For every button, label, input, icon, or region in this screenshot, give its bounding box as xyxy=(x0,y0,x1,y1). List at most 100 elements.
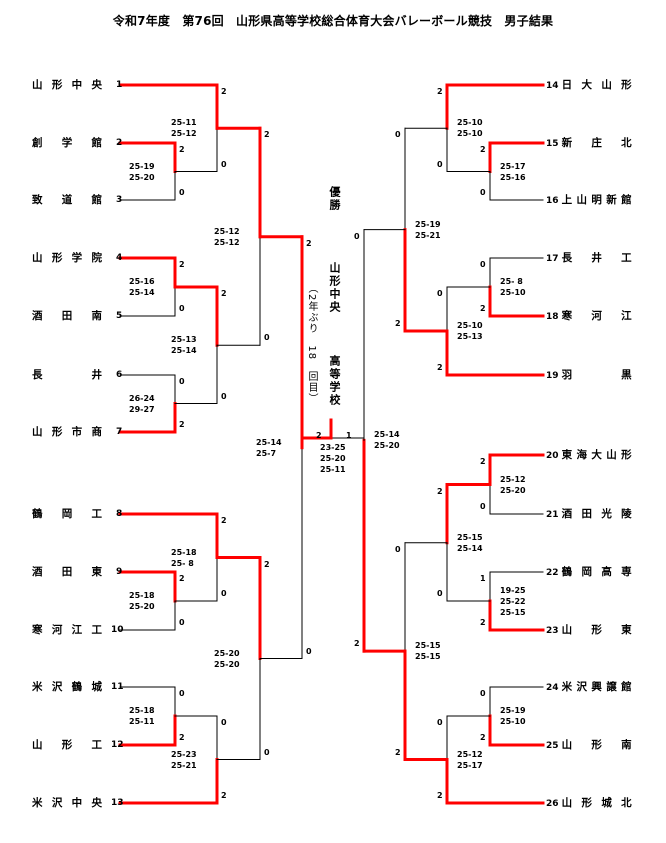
set-scores: 19-25 25-22 25-15 xyxy=(500,585,526,617)
set-scores: 25-12 25-17 xyxy=(457,749,483,770)
team-seed: 19 xyxy=(546,371,562,381)
score-bottom: 0 xyxy=(437,589,443,598)
score-top: 1 xyxy=(480,574,486,583)
page-title: 令和7年度 第76回 山形県高等学校総合体育大会バレーボール競技 男子結果 xyxy=(112,14,554,28)
champion-label: 優勝 xyxy=(328,186,341,212)
score-bottom: 0 xyxy=(221,589,227,598)
champion-school-line1: 山形中央 xyxy=(328,262,341,314)
set-scores: 25-23 25-21 xyxy=(171,749,197,770)
score-bottom: 0 xyxy=(179,304,185,313)
score-top: 0 xyxy=(480,260,486,269)
team-left: 山 形 市 商 7 xyxy=(32,425,122,439)
team-name: 羽 黒 xyxy=(561,369,632,381)
score-bottom: 0 xyxy=(221,391,227,401)
set-scores: 25-19 25-20 xyxy=(129,161,155,182)
team-seed: 18 xyxy=(546,312,562,322)
team-seed: 16 xyxy=(546,196,562,206)
team-name: 酒 田 東 xyxy=(32,566,102,578)
final-set-scores: 23-25 25-20 25-11 xyxy=(320,443,346,474)
set-scores: 25-12 25-12 xyxy=(214,226,240,247)
team-left: 山 形 工 12 xyxy=(32,738,124,752)
team-seed: 12 xyxy=(111,740,124,750)
score-bottom: 2 xyxy=(354,639,360,649)
score-top: 2 xyxy=(437,87,443,96)
score-bottom: 0 xyxy=(437,159,443,169)
score-top: 2 xyxy=(306,238,312,248)
team-right: 16 上 山 明 新 館 xyxy=(546,193,632,207)
score-top: 2 xyxy=(264,559,270,569)
team-right: 21 酒 田 光 陵 xyxy=(546,507,632,521)
score-bottom: 2 xyxy=(395,319,401,328)
set-scores: 25-18 25-11 xyxy=(129,706,155,726)
team-seed: 24 xyxy=(546,683,562,693)
team-name: 寒 河 江 xyxy=(561,310,632,322)
team-right: 25 山 形 南 xyxy=(546,738,632,752)
score-bottom: 2 xyxy=(395,747,401,757)
team-seed: 1 xyxy=(116,80,123,90)
score-bottom: 2 xyxy=(437,363,443,372)
team-name: 酒 田 南 xyxy=(32,310,102,322)
team-seed: 2 xyxy=(116,138,123,148)
score-top: 2 xyxy=(221,87,227,96)
team-left: 山 形 学 院 4 xyxy=(32,251,122,265)
score-bottom: 2 xyxy=(179,733,185,742)
score-top: 0 xyxy=(179,377,185,386)
team-right: 19 羽 黒 xyxy=(546,368,632,382)
team-right: 14 日 大 山 形 xyxy=(546,78,632,92)
team-left: 致 道 館 3 xyxy=(32,193,122,207)
score-top: 2 xyxy=(221,516,227,525)
team-left: 酒 田 東 9 xyxy=(32,565,122,579)
team-name: 山 形 市 商 xyxy=(32,426,102,438)
team-seed: 9 xyxy=(116,567,123,577)
team-right: 15 新 庄 北 xyxy=(546,136,632,150)
team-name: 致 道 館 xyxy=(32,194,102,206)
team-name: 米 沢 中 央 xyxy=(32,797,102,809)
score-top: 0 xyxy=(395,544,401,554)
team-name: 上 山 明 新 館 xyxy=(561,194,632,206)
team-name: 鶴 岡 工 xyxy=(32,508,102,520)
team-right: 24 米 沢 興 譲 館 xyxy=(546,680,632,694)
team-left: 創 学 館 2 xyxy=(32,136,122,150)
set-scores: 25-19 25-10 xyxy=(500,706,526,726)
set-scores: 25-10 25-13 xyxy=(457,321,483,341)
score-bottom: 0 xyxy=(480,502,486,511)
team-left: 鶴 岡 工 8 xyxy=(32,507,122,521)
team-right: 18 寒 河 江 xyxy=(546,309,632,323)
team-left: 酒 田 南 5 xyxy=(32,309,122,323)
final-score-right: 1 xyxy=(346,431,352,440)
team-left: 米 沢 中 央 13 xyxy=(32,796,124,810)
team-seed: 10 xyxy=(111,625,124,635)
set-scores: 25-15 25-15 xyxy=(415,641,441,662)
score-bottom: 0 xyxy=(264,747,270,757)
team-seed: 14 xyxy=(546,81,562,91)
score-bottom: 2 xyxy=(480,304,486,313)
team-name: 酒 田 光 陵 xyxy=(561,508,632,520)
team-seed: 20 xyxy=(546,451,562,461)
score-top: 2 xyxy=(179,574,185,583)
team-right: 23 山 形 東 xyxy=(546,623,632,637)
team-seed: 22 xyxy=(546,568,562,578)
team-seed: 15 xyxy=(546,139,562,149)
score-top: 2 xyxy=(179,145,185,154)
team-name: 長 井 xyxy=(32,369,102,381)
set-scores: 25-10 25-10 xyxy=(457,118,483,139)
team-seed: 11 xyxy=(111,682,124,692)
team-seed: 8 xyxy=(116,509,123,519)
team-seed: 6 xyxy=(116,370,123,380)
score-bottom: 2 xyxy=(179,420,185,429)
team-seed: 4 xyxy=(116,253,123,263)
set-scores: 25-18 25-20 xyxy=(129,591,155,611)
score-top: 0 xyxy=(437,718,443,727)
team-name: 山 形 城 北 xyxy=(561,797,632,809)
score-top: 0 xyxy=(354,231,360,241)
team-name: 山 形 中 央 xyxy=(32,79,102,91)
team-name: 山 形 東 xyxy=(561,624,632,636)
team-name: 寒 河 江 工 xyxy=(32,624,102,636)
champion-note: （2年ぶり 18 回目） xyxy=(306,283,317,405)
team-left: 米 沢 鶴 城 11 xyxy=(32,680,124,694)
score-top: 0 xyxy=(179,689,185,698)
set-scores: 25-14 25-20 xyxy=(374,430,400,451)
set-scores: 25-17 25-16 xyxy=(500,161,526,182)
team-name: 長 井 工 xyxy=(561,252,632,264)
